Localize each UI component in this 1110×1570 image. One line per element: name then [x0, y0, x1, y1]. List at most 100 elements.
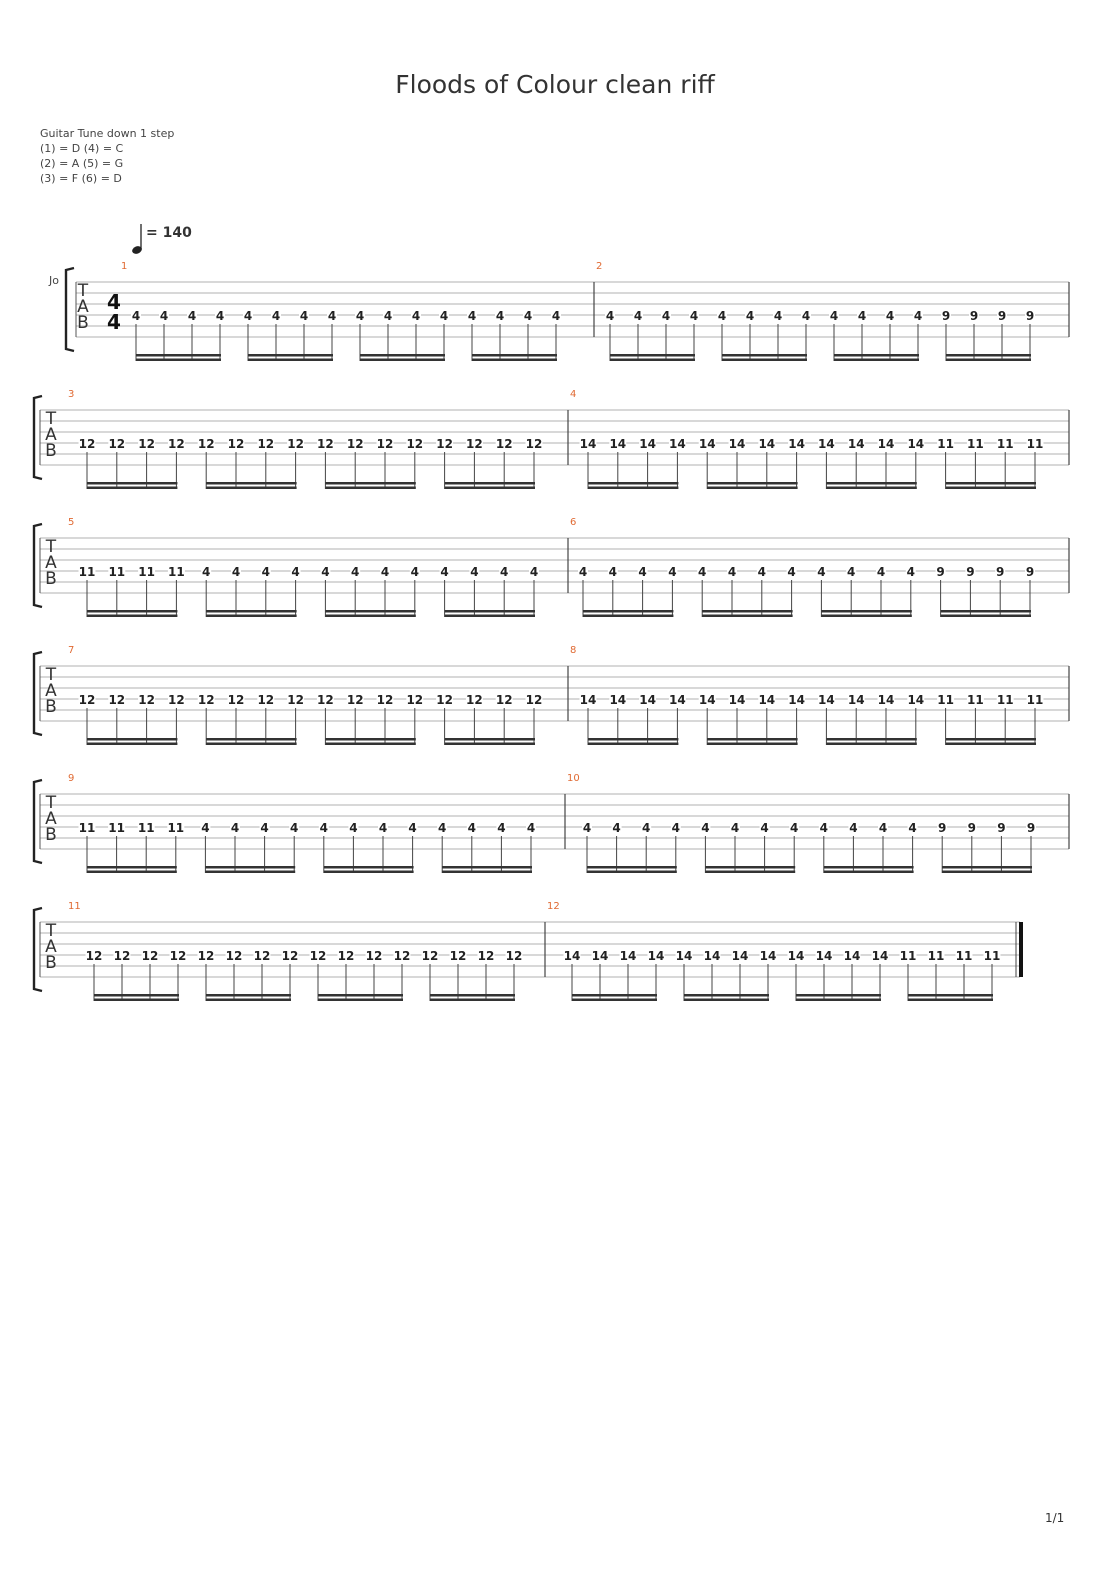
- fret-number-bg: [346, 436, 364, 450]
- fret-number: 12: [506, 949, 523, 963]
- fret-number: 4: [356, 309, 364, 323]
- fret-number: 11: [937, 437, 954, 451]
- measure-number: 5: [68, 517, 74, 528]
- fret-number-bg: [437, 820, 448, 834]
- fret-number-bg: [466, 820, 477, 834]
- fret-number: 11: [1027, 693, 1044, 707]
- beam: [206, 994, 291, 997]
- fret-number: 12: [254, 949, 271, 963]
- fret-number: 14: [639, 437, 656, 451]
- fret-number-bg: [260, 564, 271, 578]
- fret-number: 9: [942, 309, 950, 323]
- fret-number: 14: [648, 949, 665, 963]
- tab-clef-letter: T: [45, 921, 57, 941]
- beam: [360, 358, 445, 361]
- fret-number-bg: [675, 948, 693, 962]
- fret-number: 4: [609, 565, 617, 579]
- fret-number: 4: [411, 565, 419, 579]
- tempo-value: = 140: [146, 225, 192, 241]
- fret-number: 4: [524, 309, 532, 323]
- beam: [444, 614, 535, 617]
- fret-number: 4: [858, 309, 866, 323]
- beam: [444, 742, 535, 745]
- fret-number: 11: [108, 821, 125, 835]
- fret-number-bg: [815, 948, 833, 962]
- fret-number-bg: [187, 308, 197, 322]
- measure-number: 2: [596, 261, 602, 272]
- fret-number-bg: [667, 564, 678, 578]
- fret-number-bg: [698, 436, 716, 450]
- fret-number-bg: [439, 308, 449, 322]
- measure-number: 12: [547, 901, 560, 912]
- beam: [945, 738, 1036, 741]
- beam: [826, 482, 917, 485]
- fret-number: 4: [672, 821, 680, 835]
- beam: [705, 866, 796, 869]
- fret-number-bg: [983, 948, 1001, 962]
- fret-number-bg: [309, 948, 327, 962]
- fret-number-bg: [637, 564, 648, 578]
- fret-number: 12: [257, 437, 274, 451]
- fret-number: 4: [216, 309, 224, 323]
- fret-number-bg: [848, 820, 859, 834]
- tuning-line: (3) = F (6) = D: [40, 172, 122, 185]
- tab-clef-letter: B: [45, 441, 57, 461]
- fret-number-bg: [159, 308, 169, 322]
- fret-number: 4: [320, 821, 328, 835]
- fret-number-bg: [436, 692, 454, 706]
- fret-number: 4: [408, 821, 416, 835]
- tab-clef-letter: T: [45, 793, 57, 813]
- fret-number: 4: [820, 821, 828, 835]
- fret-number-bg: [670, 820, 681, 834]
- beam: [823, 870, 914, 873]
- fret-number-bg: [907, 692, 925, 706]
- beam: [587, 866, 677, 869]
- beam: [705, 870, 796, 873]
- fret-number: 9: [998, 309, 1006, 323]
- fret-number: 4: [849, 821, 857, 835]
- beam: [87, 610, 178, 613]
- fret-number: 4: [272, 309, 280, 323]
- fret-number-bg: [703, 948, 721, 962]
- fret-number-bg: [439, 564, 450, 578]
- beam: [826, 738, 917, 741]
- beam: [826, 742, 917, 745]
- beam: [325, 742, 416, 745]
- fret-number-bg: [937, 820, 948, 834]
- fret-number-bg: [411, 308, 421, 322]
- fret-number-bg: [225, 948, 243, 962]
- fret-number: 12: [377, 693, 394, 707]
- fret-number: 4: [758, 565, 766, 579]
- fret-number-bg: [969, 308, 979, 322]
- beam: [444, 610, 535, 613]
- fret-number-bg: [641, 820, 652, 834]
- tab-clef-letter: B: [77, 313, 89, 333]
- fret-number: 4: [379, 821, 387, 835]
- fret-number: 12: [79, 693, 96, 707]
- fret-number-bg: [467, 308, 477, 322]
- fret-number: 4: [774, 309, 782, 323]
- fret-number-bg: [227, 692, 245, 706]
- fret-number-bg: [607, 564, 618, 578]
- fret-number-bg: [289, 820, 300, 834]
- beam: [945, 742, 1036, 745]
- beam: [206, 742, 297, 745]
- fret-number-bg: [243, 308, 253, 322]
- fret-number-bg: [409, 564, 420, 578]
- fret-number-bg: [215, 308, 225, 322]
- fret-number-bg: [138, 692, 156, 706]
- fret-number: 4: [232, 565, 240, 579]
- fret-number: 11: [937, 693, 954, 707]
- system-bracket: [32, 650, 43, 737]
- fret-number-bg: [647, 948, 665, 962]
- fret-number-bg: [997, 308, 1007, 322]
- fret-number: 12: [168, 693, 185, 707]
- beam: [940, 610, 1031, 613]
- fret-number-bg: [843, 948, 861, 962]
- fret-number-bg: [365, 948, 383, 962]
- fret-number-bg: [380, 564, 390, 578]
- fret-number: 12: [366, 949, 383, 963]
- fret-number-bg: [829, 308, 839, 322]
